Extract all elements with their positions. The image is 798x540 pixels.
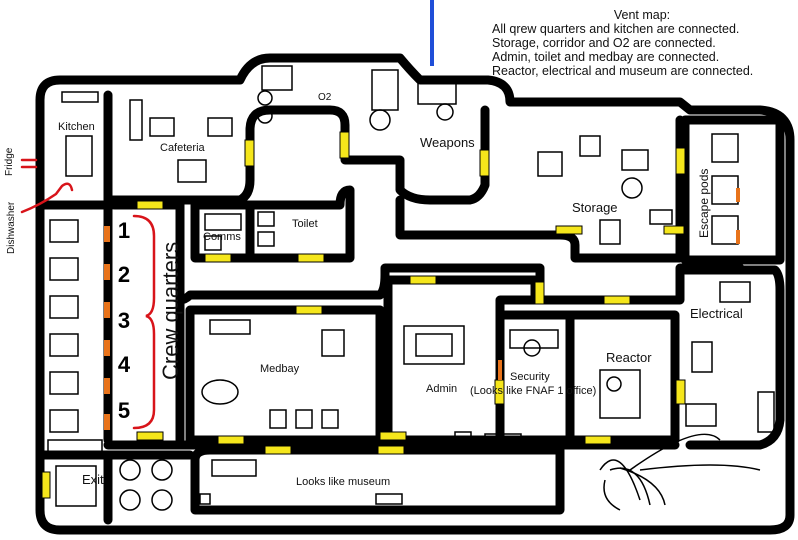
trees xyxy=(119,459,173,511)
room-label-comms: Comms xyxy=(203,231,241,243)
vent-map-line-2: Storage, corridor and O2 are connected. xyxy=(492,36,716,50)
quarter-number-3: 3 xyxy=(118,308,130,333)
room-label-cafeteria: Cafeteria xyxy=(160,142,206,154)
room-label-security-note: (Looks like FNAF 1 office) xyxy=(470,385,596,397)
room-label-electrical: Electrical xyxy=(690,306,743,321)
side-label-fridge: Fridge xyxy=(4,147,15,176)
side-label-dishwasher: Dishwasher xyxy=(6,201,17,254)
room-label-exit: Exit xyxy=(82,472,104,487)
room-label-toilet: Toilet xyxy=(292,218,318,230)
quarter-number-2: 2 xyxy=(118,262,130,287)
room-label-medbay: Medbay xyxy=(260,363,300,375)
room-label-escape-pods: Escape pods xyxy=(697,169,711,238)
reactor-wires xyxy=(599,433,761,511)
vent-map-legend: Vent map: All qrew quarters and kitchen … xyxy=(492,8,792,78)
vent-map-line-4: Reactor, electrical and museum are conne… xyxy=(492,64,754,78)
room-label-security: Security xyxy=(510,371,550,383)
quarter-numbers: 1 2 3 4 5 xyxy=(118,218,131,423)
room-label-reactor: Reactor xyxy=(606,350,652,365)
doors xyxy=(41,131,686,499)
vent-map-line-3: Admin, toilet and medbay are connected. xyxy=(492,50,720,64)
room-label-kitchen: Kitchen xyxy=(58,121,95,133)
hull-walls xyxy=(35,53,795,535)
quarter-number-4: 4 xyxy=(118,352,131,377)
vent-map-line-1: All qrew quarters and kitchen are connec… xyxy=(492,22,740,36)
vents xyxy=(104,188,740,430)
red-annotations xyxy=(20,158,156,430)
room-label-storage: Storage xyxy=(572,200,618,215)
vent-map-title: Vent map: xyxy=(613,8,671,22)
quarter-number-5: 5 xyxy=(118,398,130,423)
quarter-number-1: 1 xyxy=(118,218,130,243)
room-label-admin: Admin xyxy=(426,383,457,395)
room-label-museum: Looks like museum xyxy=(296,476,390,488)
furniture xyxy=(47,65,775,507)
room-label-o2: O2 xyxy=(318,92,332,103)
room-label-crew-quarters: Crew quarters xyxy=(158,242,183,380)
room-label-weapons: Weapons xyxy=(420,135,475,150)
